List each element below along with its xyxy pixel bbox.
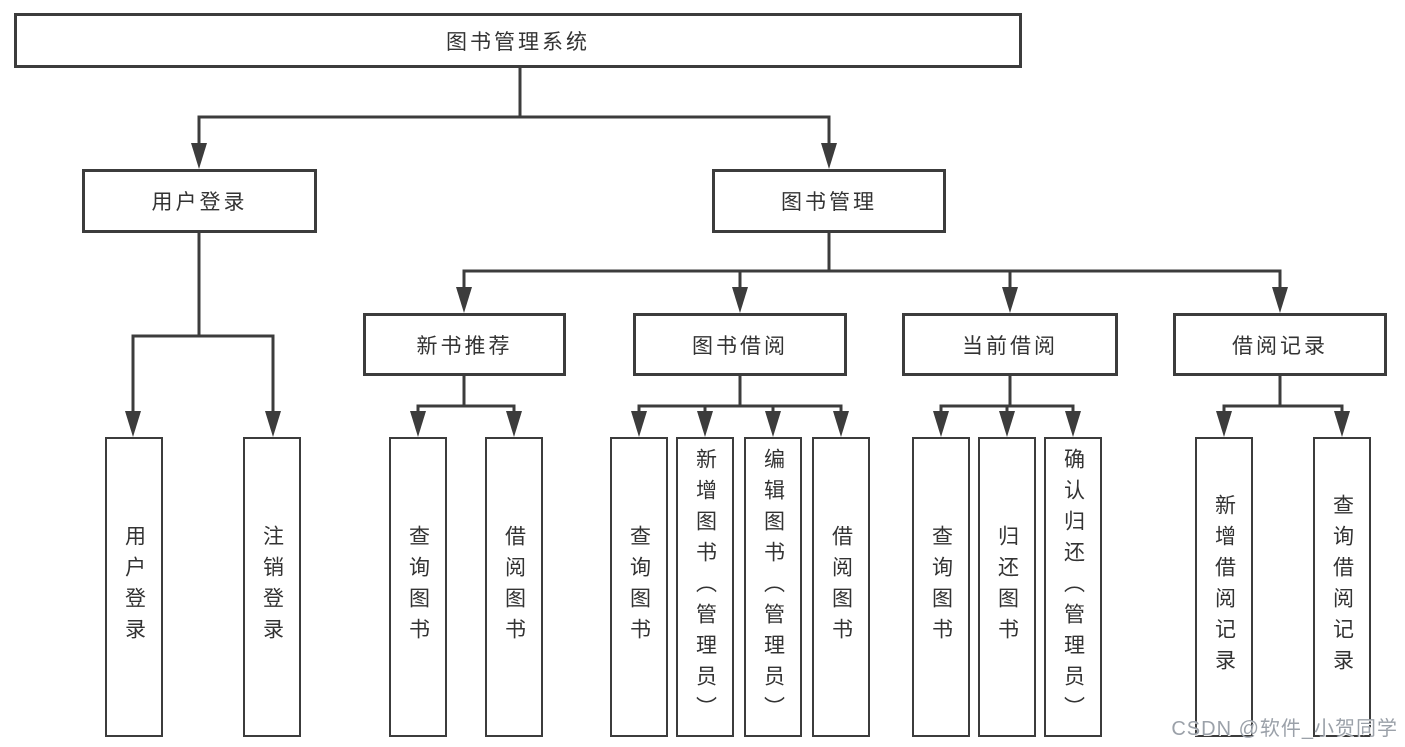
leaf-add-book-admin-label: 新增图书（管理员）	[693, 447, 717, 727]
node-current-borrow-label: 当前借阅	[962, 334, 1058, 358]
leaf-borrow-books-label: 借阅图书	[829, 525, 853, 649]
leaf-query-borrow-record-label: 查询借阅记录	[1330, 494, 1354, 680]
leaf-return-book-label: 归还图书	[995, 525, 1019, 649]
node-borrow-records: 借阅记录	[1173, 313, 1387, 376]
leaf-user-login-label: 用户登录	[122, 525, 146, 649]
node-book-borrow: 图书借阅	[633, 313, 847, 376]
leaf-add-borrow-record-label: 新增借阅记录	[1212, 494, 1236, 680]
leaf-add-borrow-record: 新增借阅记录	[1195, 437, 1253, 737]
leaf-query-books-recommend: 查询图书	[389, 437, 447, 737]
node-root-system: 图书管理系统	[14, 13, 1022, 68]
node-new-book-recommend: 新书推荐	[363, 313, 566, 376]
leaf-confirm-return-admin: 确认归还（管理员）	[1044, 437, 1102, 737]
leaf-borrow-books-recommend-label: 借阅图书	[502, 525, 526, 649]
leaf-confirm-return-admin-label: 确认归还（管理员）	[1061, 447, 1085, 727]
leaf-query-books-current: 查询图书	[912, 437, 970, 737]
node-current-borrow: 当前借阅	[902, 313, 1118, 376]
node-user-login: 用户登录	[82, 169, 317, 233]
csdn-watermark: CSDN @软件_小贺同学	[1171, 718, 1398, 740]
node-book-borrow-label: 图书借阅	[692, 334, 788, 358]
leaf-query-books-borrow: 查询图书	[610, 437, 668, 737]
leaf-edit-book-admin-label: 编辑图书（管理员）	[761, 447, 785, 727]
node-new-book-recommend-label: 新书推荐	[416, 334, 513, 358]
leaf-logout-label: 注销登录	[260, 525, 284, 649]
node-book-management-label: 图书管理	[781, 191, 877, 214]
leaf-query-books-borrow-label: 查询图书	[627, 525, 651, 649]
leaf-logout: 注销登录	[243, 437, 301, 737]
leaf-query-borrow-record: 查询借阅记录	[1313, 437, 1371, 737]
leaf-add-book-admin: 新增图书（管理员）	[676, 437, 734, 737]
leaf-edit-book-admin: 编辑图书（管理员）	[744, 437, 802, 737]
leaf-borrow-books: 借阅图书	[812, 437, 870, 737]
node-book-management: 图书管理	[712, 169, 946, 233]
leaf-query-books-current-label: 查询图书	[929, 525, 953, 649]
leaf-return-book: 归还图书	[978, 437, 1036, 737]
node-user-login-label: 用户登录	[151, 191, 248, 214]
node-root-label: 图书管理系统	[446, 30, 590, 54]
leaf-borrow-books-recommend: 借阅图书	[485, 437, 543, 737]
leaf-user-login: 用户登录	[105, 437, 163, 737]
leaf-query-books-recommend-label: 查询图书	[406, 525, 430, 649]
node-borrow-records-label: 借阅记录	[1232, 334, 1328, 358]
